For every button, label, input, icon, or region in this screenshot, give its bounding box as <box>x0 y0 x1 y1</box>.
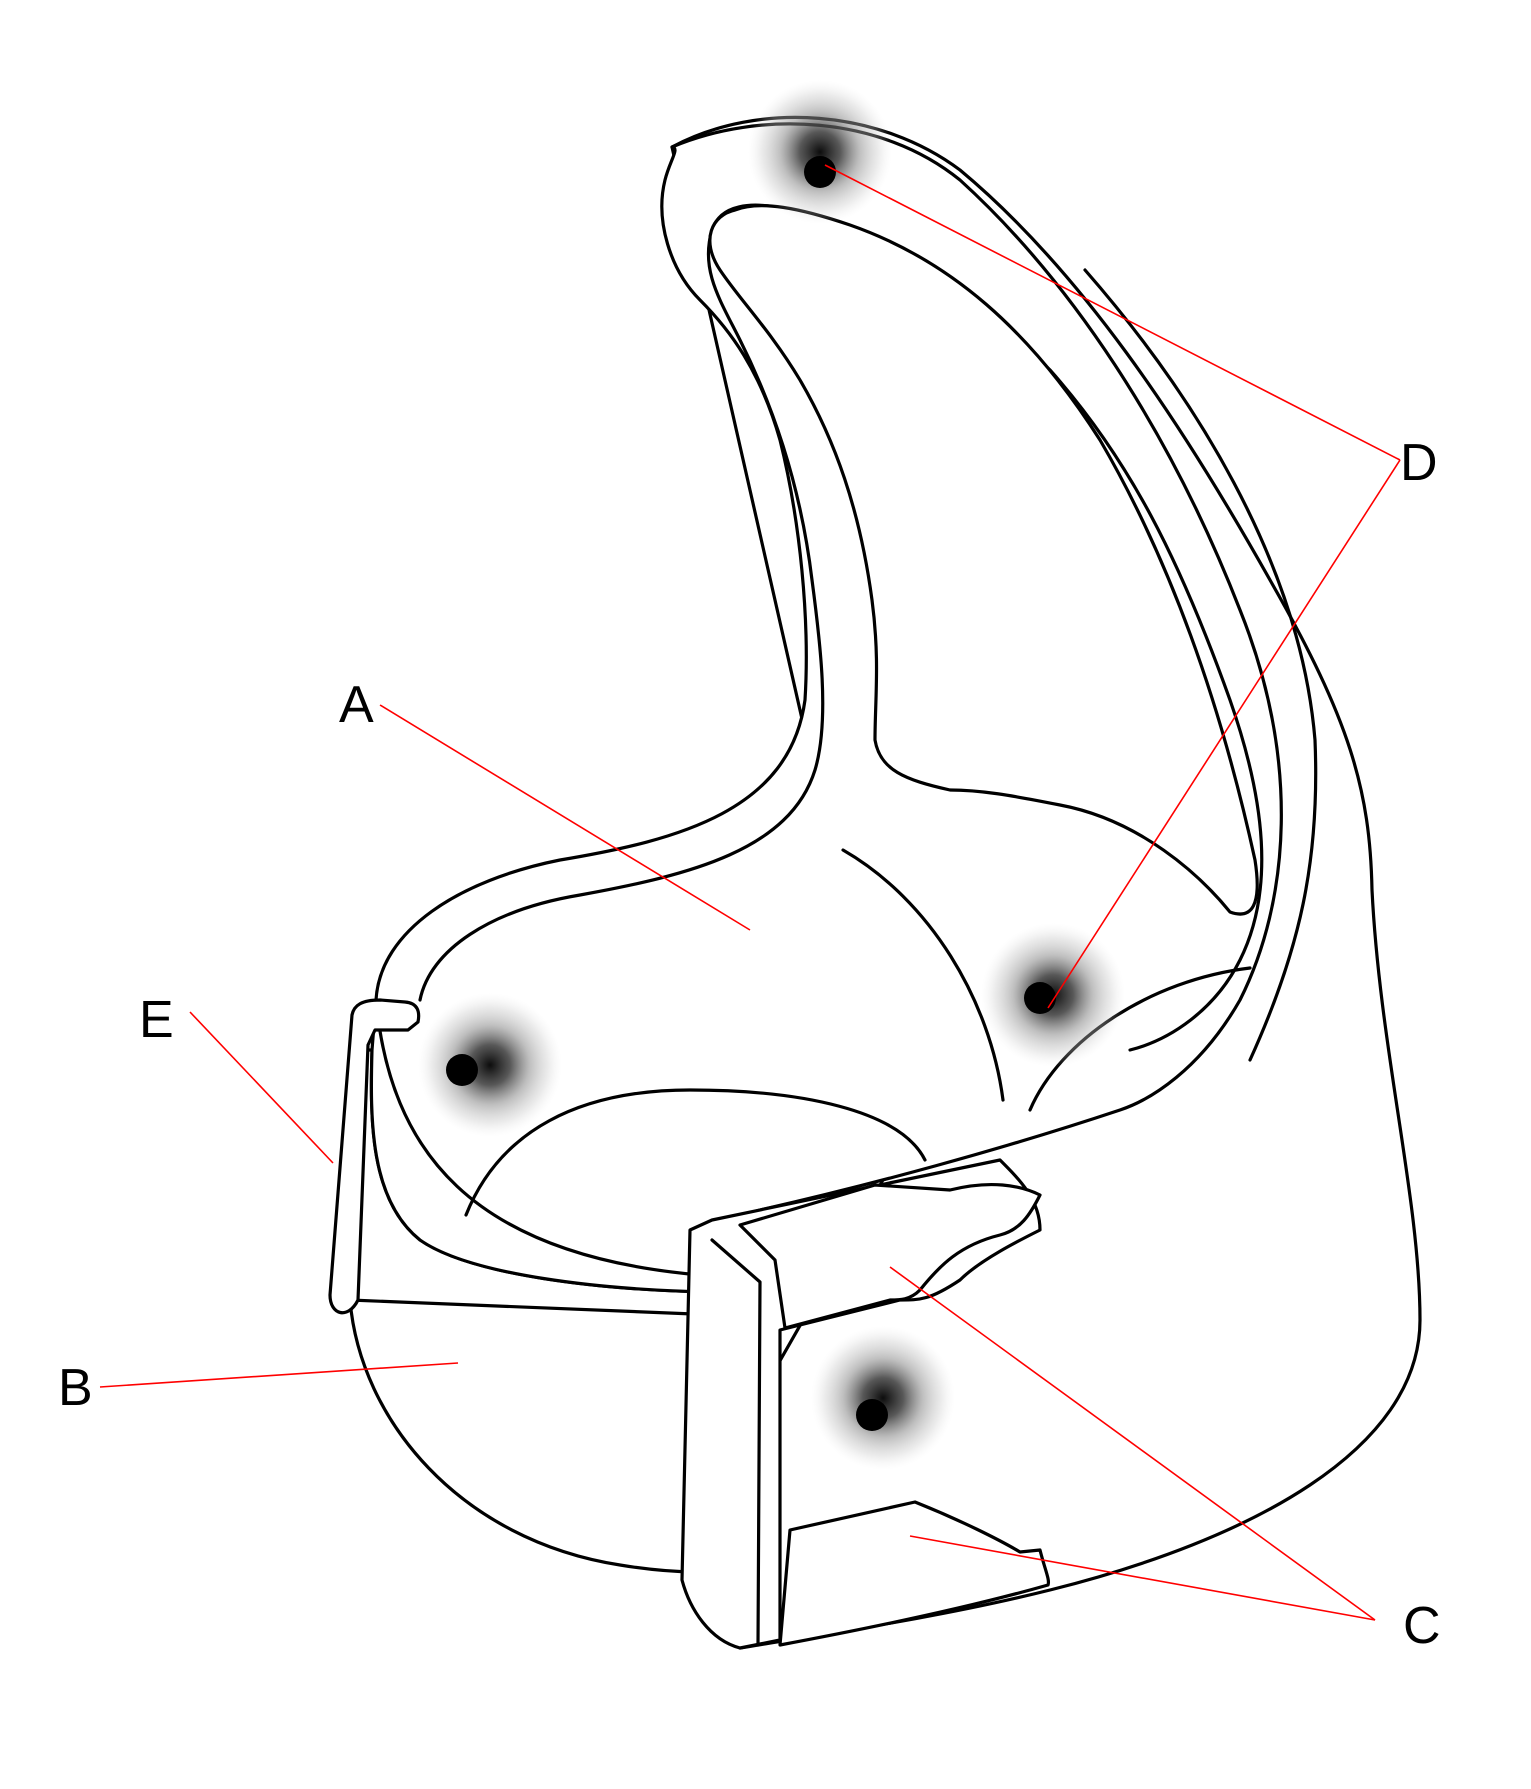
leader-b <box>99 1362 459 1388</box>
leader-c-lower <box>909 1535 1376 1621</box>
leader-e <box>189 1011 334 1164</box>
buckle-side-line <box>710 1238 762 1647</box>
label-d: D <box>1400 434 1438 492</box>
buckle-lower-tab <box>778 1500 1051 1647</box>
leader-a <box>379 704 751 931</box>
palm-ridge-left <box>841 848 1005 1102</box>
label-c: C <box>1403 1597 1441 1655</box>
marker-right <box>981 923 1125 1067</box>
thumb-channel-outline <box>708 204 1259 916</box>
strap-edge-line <box>348 1298 720 1317</box>
marker-left <box>418 993 562 1137</box>
strap-end-tab <box>328 998 421 1315</box>
label-b: B <box>58 1359 93 1417</box>
label-a: A <box>339 676 374 734</box>
strap-inner-edge <box>374 998 722 1297</box>
label-e: E <box>139 991 174 1049</box>
buckle-frame <box>680 1158 1042 1650</box>
shell-side-edge <box>1083 268 1318 1062</box>
leader-d-upper <box>824 164 1401 461</box>
bowl-floor-arc <box>464 1088 927 1217</box>
marker-top <box>748 80 892 224</box>
leader-c-upper <box>889 1266 1376 1621</box>
buckle-upper-tab <box>738 1182 1042 1330</box>
marker-buckle <box>811 1326 955 1470</box>
leader-d-lower <box>1047 459 1401 1009</box>
